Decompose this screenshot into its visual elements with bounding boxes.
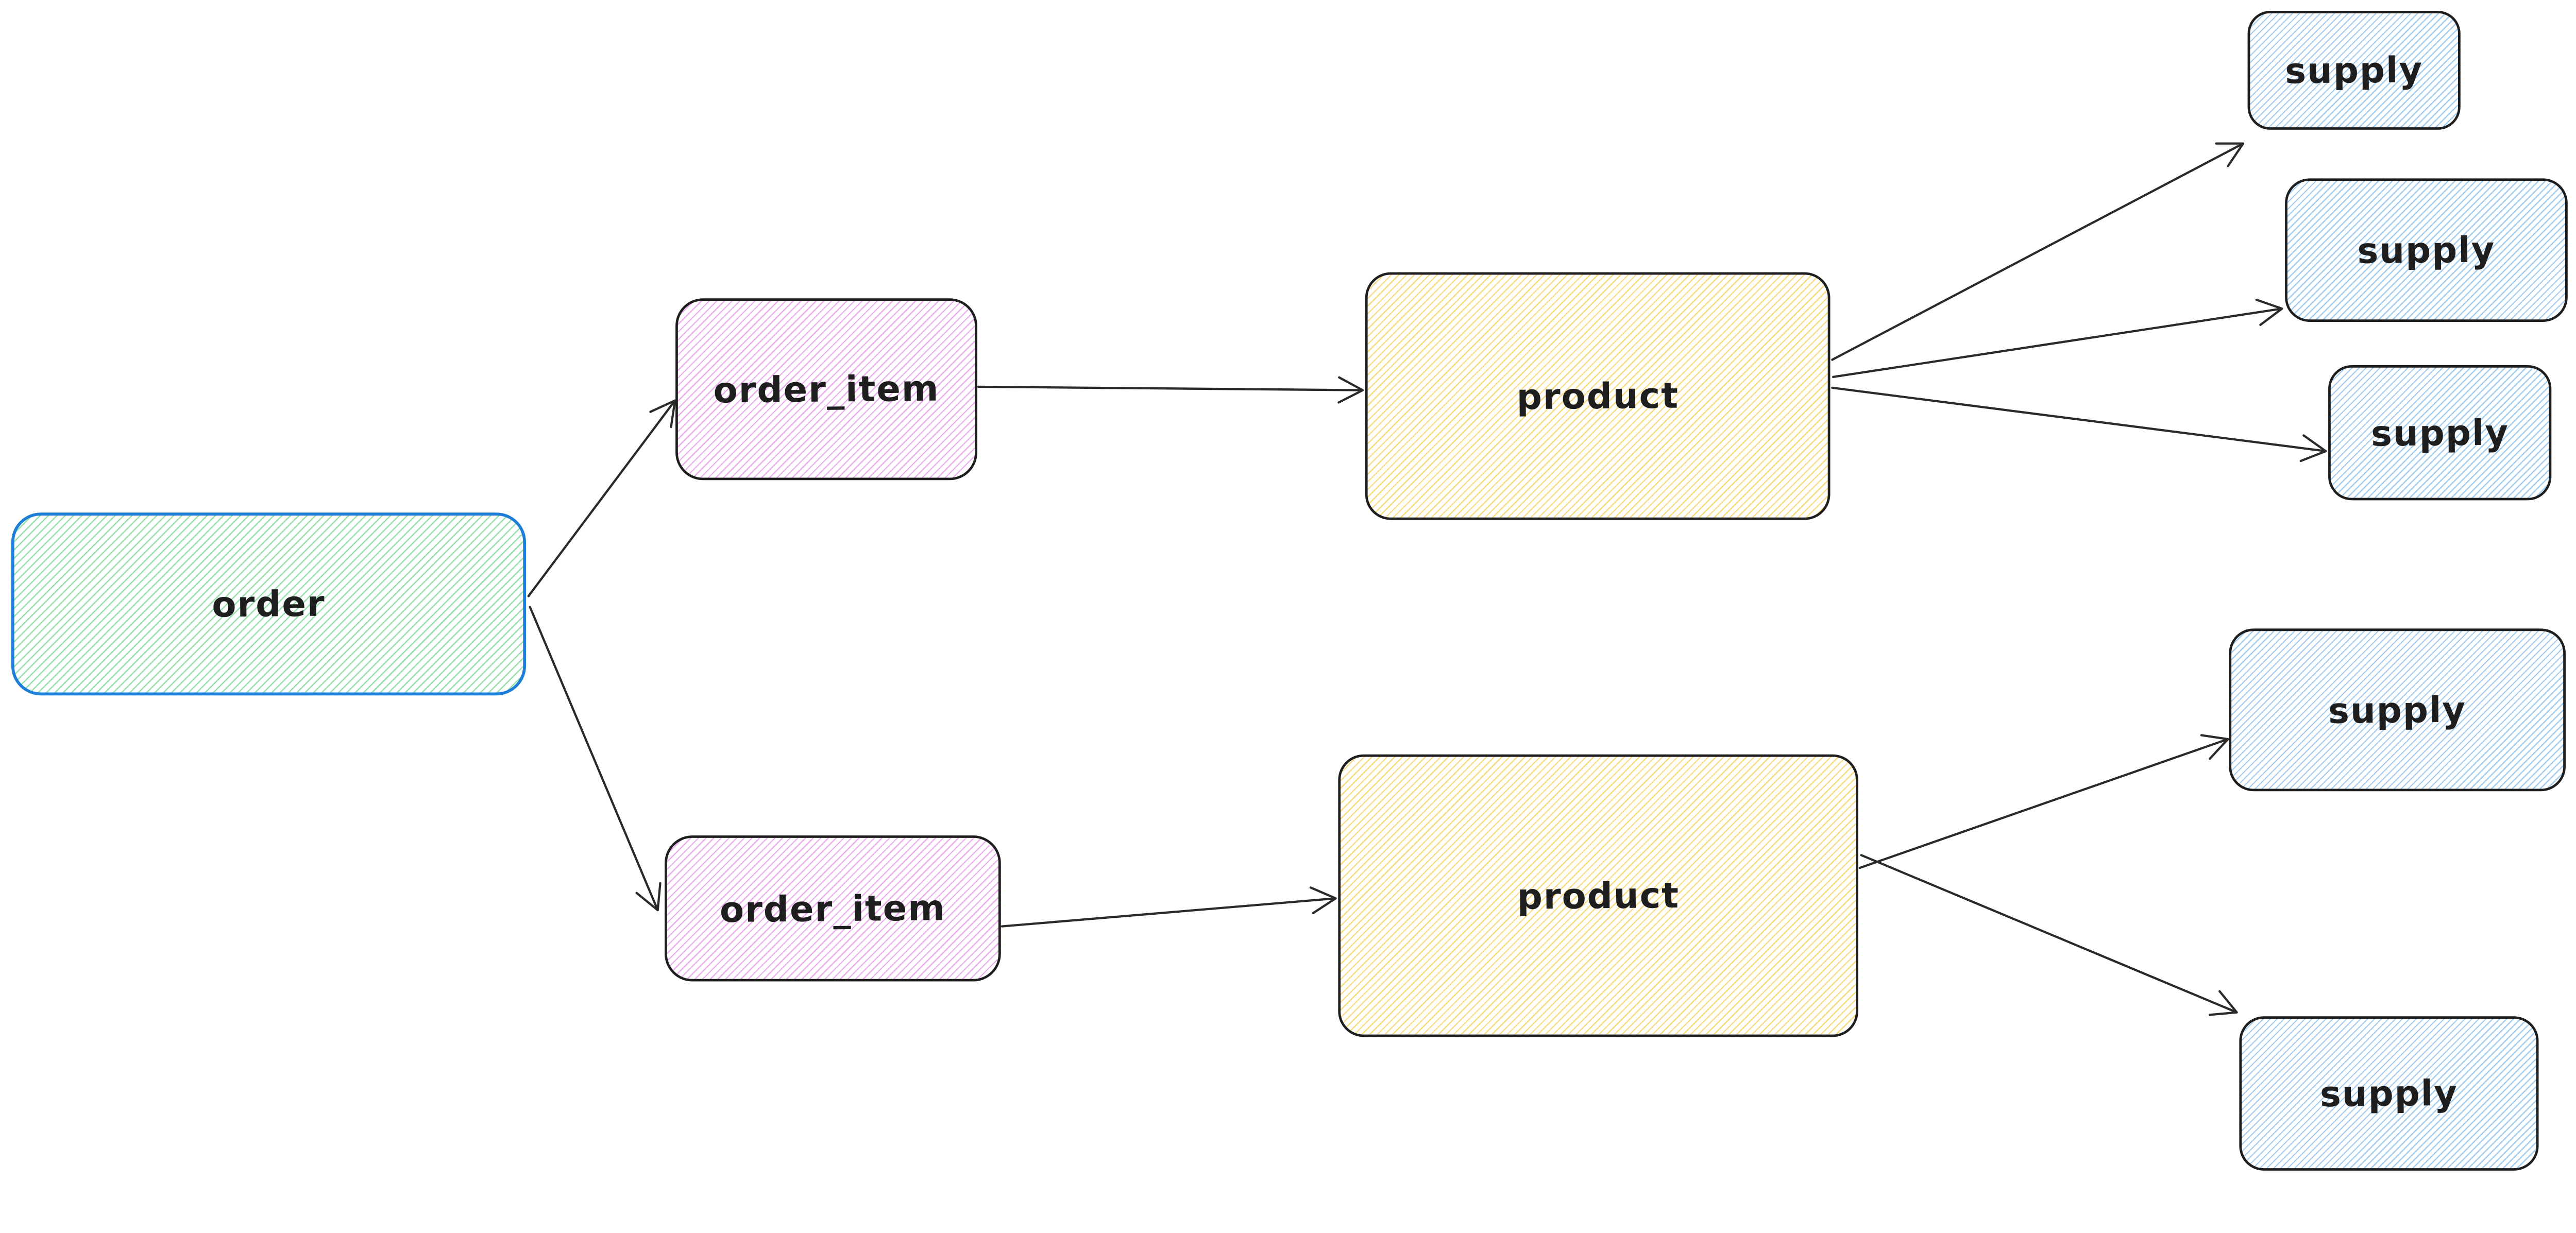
node-supply-3-label: supply — [2370, 411, 2510, 454]
edge-order-item-1-to-product-1[interactable] — [977, 376, 1364, 404]
node-order-item-1[interactable]: order_item — [675, 298, 977, 481]
edge-order-to-order-item-2[interactable] — [529, 606, 662, 912]
edge-product-1-to-supply-1[interactable] — [1831, 142, 2245, 361]
edge-order-item-2-to-product-2[interactable] — [1001, 886, 1337, 928]
node-order-item-2-label: order_item — [719, 886, 946, 930]
node-supply-1[interactable]: supply — [2247, 10, 2461, 130]
node-supply-5-label: supply — [2319, 1072, 2459, 1115]
node-order-item-2[interactable]: order_item — [665, 835, 1001, 982]
node-product-1-label: product — [1516, 374, 1680, 418]
node-supply-2-label: supply — [2357, 229, 2496, 271]
node-supply-4[interactable]: supply — [2229, 628, 2566, 792]
node-order[interactable]: order — [11, 512, 526, 696]
edge-product-2-to-supply-5[interactable] — [1860, 854, 2238, 1016]
node-supply-3[interactable]: supply — [2328, 365, 2552, 501]
edge-order-to-order-item-1[interactable] — [527, 399, 676, 597]
node-supply-2[interactable]: supply — [2285, 178, 2568, 322]
node-supply-5[interactable]: supply — [2239, 1016, 2539, 1171]
node-product-2[interactable]: product — [1338, 754, 1858, 1037]
node-product-2-label: product — [1517, 874, 1680, 917]
edge-layer — [527, 142, 2327, 1016]
node-product-1[interactable]: product — [1365, 272, 1831, 520]
node-order-item-1-label: order_item — [713, 367, 940, 411]
diagram-canvas: order order_item order_item product prod… — [11, 10, 2568, 1171]
node-order-label: order — [211, 583, 326, 625]
edge-product-1-to-supply-2[interactable] — [1832, 298, 2283, 379]
edge-product-2-to-supply-4[interactable] — [1858, 734, 2229, 869]
node-supply-4-label: supply — [2328, 689, 2467, 731]
node-supply-1-label: supply — [2284, 49, 2424, 92]
edge-product-1-to-supply-3[interactable] — [1831, 386, 2327, 463]
